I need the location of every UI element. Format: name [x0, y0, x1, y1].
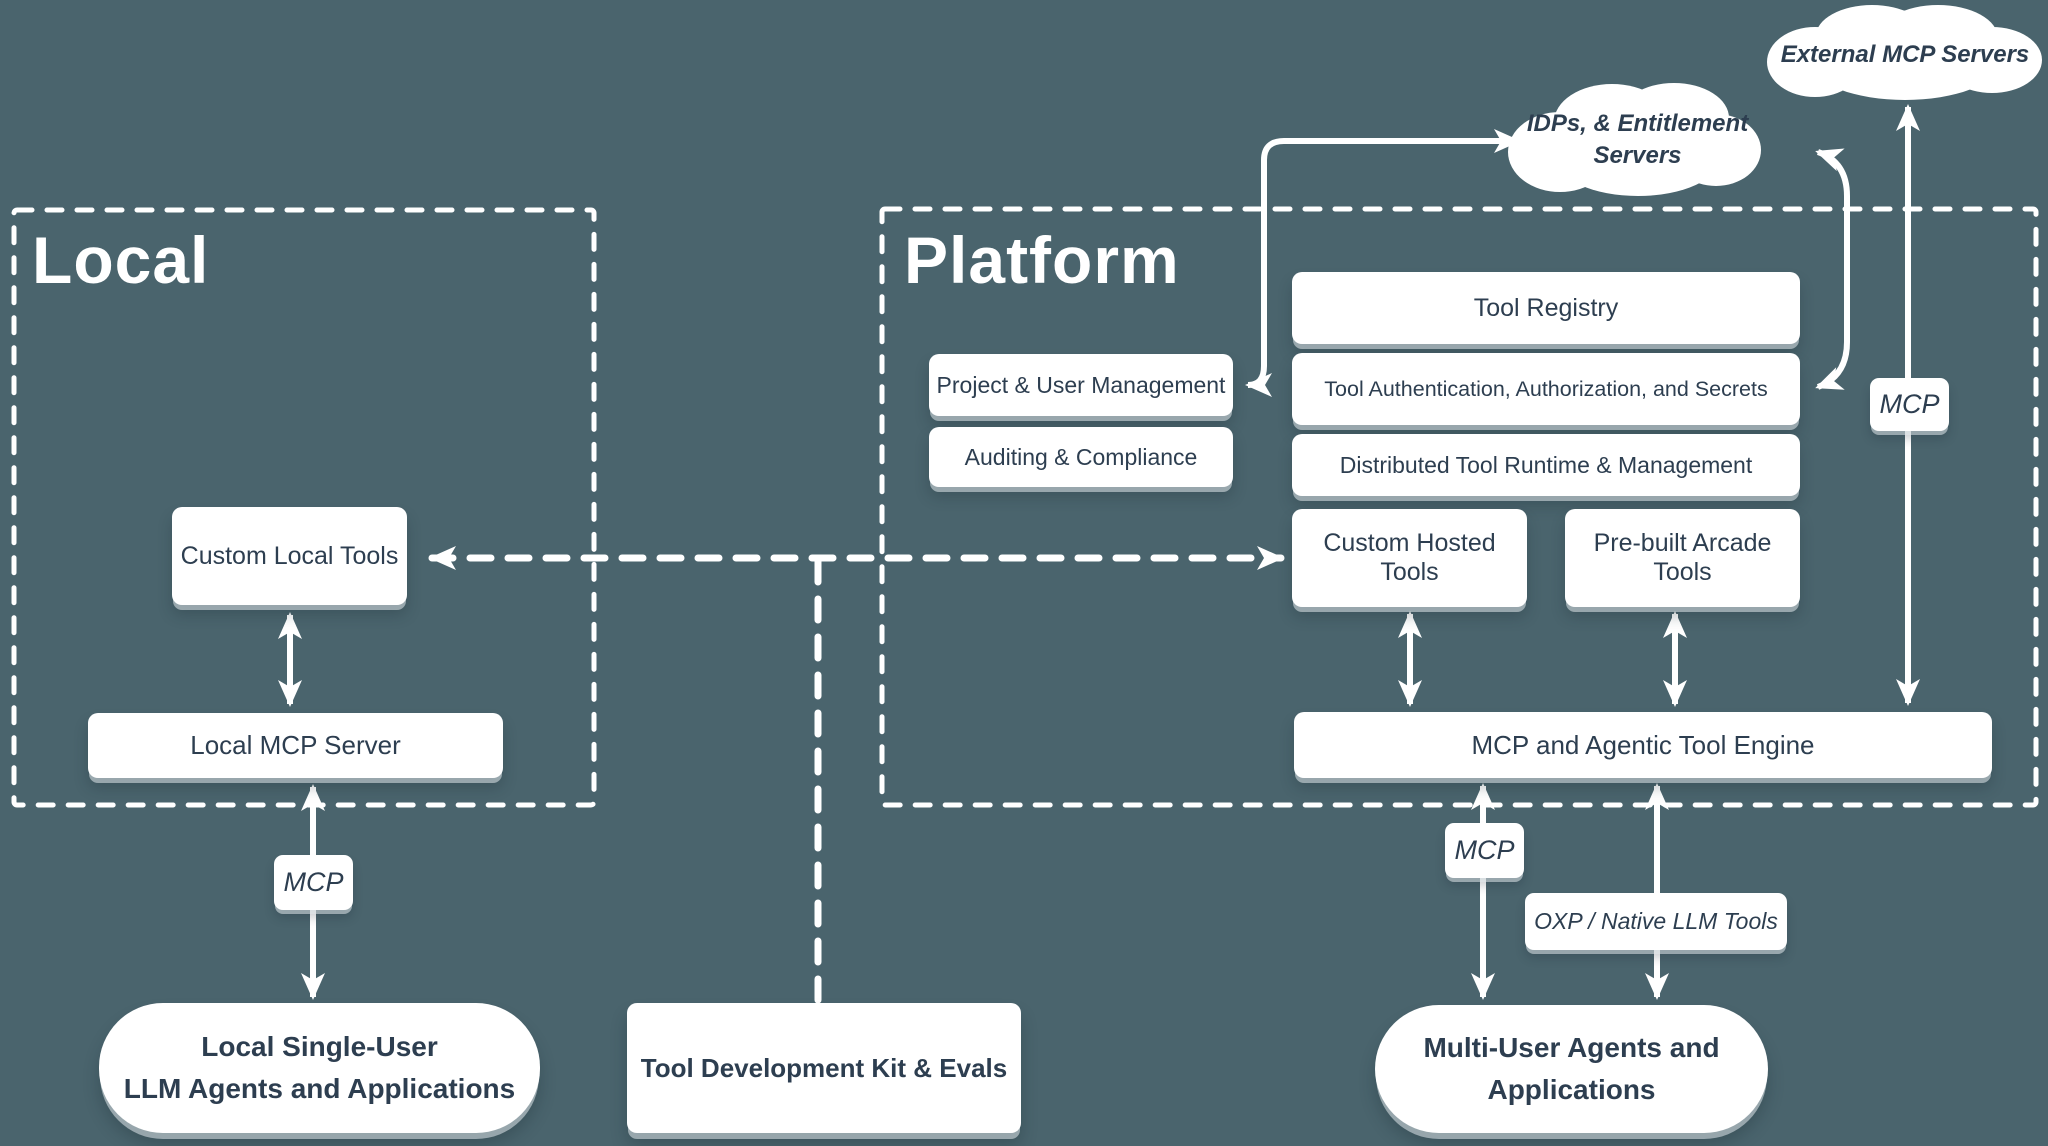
solid-arrows	[278, 104, 1920, 1000]
external-mcp-cloud-label: External MCP Servers	[1780, 30, 2030, 80]
local-mcp-server-box: Local MCP Server	[88, 713, 503, 778]
local-container-border	[11, 207, 597, 808]
multi-user-agents-pill: Multi-User Agents and Applications	[1375, 1005, 1768, 1133]
custom-local-tools-box: Custom Local Tools	[172, 507, 407, 605]
tool-dev-kit-box: Tool Development Kit & Evals	[627, 1003, 1021, 1133]
auditing-compliance-box: Auditing & Compliance	[929, 427, 1233, 487]
local-container-title: Local	[32, 223, 210, 297]
local-agents-line2: LLM Agents and Applications	[123, 1073, 516, 1104]
oxp-native-llm-label: OXP / Native LLM Tools	[1525, 893, 1787, 950]
local-agents-pill: Local Single-User LLM Agents and Applica…	[99, 1003, 540, 1133]
idps-cloud-text-line1: IDPs, & Entitlement	[1526, 109, 1749, 137]
external-mcp-servers-cloud	[1767, 5, 2042, 100]
dashed-arrows	[428, 546, 1285, 1005]
multi-user-line1: Multi-User Agents and	[1423, 1032, 1720, 1063]
arrow-toolauth-idps	[1815, 148, 1850, 390]
external-mcp-cloud-text: External MCP Servers	[1780, 40, 2030, 68]
mcp-label-external: MCP	[1870, 378, 1949, 431]
local-agents-line1: Local Single-User	[201, 1031, 438, 1062]
prebuilt-arcade-tools-box: Pre-built Arcade Tools	[1565, 509, 1800, 607]
tool-registry-box: Tool Registry	[1292, 272, 1800, 344]
idps-cloud-text-line2: Servers	[1593, 142, 1682, 169]
platform-container-title: Platform	[904, 223, 1180, 297]
tool-dev-kit-label: Tool Development Kit & Evals	[640, 1052, 1008, 1083]
idps-cloud-label: IDPs, & Entitlement Servers	[1515, 105, 1760, 175]
mcp-label-platform: MCP	[1445, 823, 1524, 878]
tool-auth-box: Tool Authentication, Authorization, and …	[1292, 353, 1800, 425]
mcp-engine-box: MCP and Agentic Tool Engine	[1294, 712, 1992, 778]
multi-user-line2: Applications	[1487, 1074, 1656, 1105]
mcp-label-local: MCP	[274, 855, 353, 910]
custom-hosted-tools-box: Custom Hosted Tools	[1292, 509, 1527, 607]
idps-cloud	[1508, 83, 1761, 196]
project-user-mgmt-box: Project & User Management	[929, 354, 1233, 416]
distributed-runtime-box: Distributed Tool Runtime & Management	[1292, 434, 1800, 496]
arrow-pum-idps	[1245, 129, 1521, 397]
